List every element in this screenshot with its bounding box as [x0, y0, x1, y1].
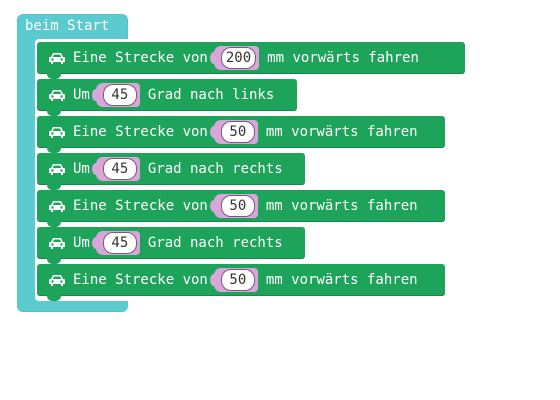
distance-input[interactable]: 50 [220, 269, 255, 291]
number-slot: 45 [91, 83, 140, 107]
angle-input[interactable]: 45 [102, 84, 137, 106]
turn-right-block[interactable]: Um 45 Grad nach rechts [37, 227, 305, 264]
car-icon [49, 238, 65, 249]
block-suffix-text: Grad nach rechts [147, 161, 283, 177]
block-prefix-text: Eine Strecke von [73, 124, 208, 140]
number-slot: 50 [209, 120, 258, 144]
drive-distance-block[interactable]: Eine Strecke von 50 mm vorwärts fahren [37, 264, 445, 301]
distance-input[interactable]: 50 [220, 121, 255, 143]
block-suffix-text: Grad nach links [147, 87, 275, 103]
car-icon [49, 53, 65, 64]
car-icon [49, 201, 65, 212]
block-prefix-text: Um [73, 161, 90, 177]
turn-right-block[interactable]: Um 45 Grad nach rechts [37, 153, 305, 190]
number-slot: 50 [209, 268, 258, 292]
distance-input[interactable]: 50 [220, 195, 255, 217]
drive-distance-block[interactable]: Eine Strecke von 50 mm vorwärts fahren [37, 190, 445, 227]
car-icon [49, 127, 65, 138]
block-prefix-text: Um [73, 87, 90, 103]
drive-distance-block[interactable]: Eine Strecke von 200 mm vorwärts fahren [37, 42, 465, 79]
block-prefix-text: Eine Strecke von [73, 272, 208, 288]
block-suffix-text: mm vorwärts fahren [265, 272, 418, 288]
angle-input[interactable]: 45 [102, 158, 137, 180]
block-suffix-text: Grad nach rechts [147, 235, 283, 251]
block-suffix-text: mm vorwärts fahren [265, 124, 418, 140]
on-start-label: beim Start [25, 18, 110, 34]
car-icon [49, 164, 65, 175]
block-suffix-text: mm vorwärts fahren [267, 50, 419, 66]
block-suffix-text: mm vorwärts fahren [265, 198, 418, 214]
number-slot: 45 [91, 157, 140, 181]
car-icon [49, 90, 65, 101]
block-prefix-text: Eine Strecke von [73, 198, 208, 214]
block-prefix-text: Eine Strecke von [73, 50, 208, 66]
drive-distance-block[interactable]: Eine Strecke von 50 mm vorwärts fahren [37, 116, 445, 153]
car-icon [49, 275, 65, 286]
angle-input[interactable]: 45 [102, 232, 137, 254]
number-slot: 45 [91, 231, 140, 255]
number-slot: 50 [209, 194, 258, 218]
block-prefix-text: Um [73, 235, 90, 251]
turn-left-block[interactable]: Um 45 Grad nach links [37, 79, 297, 116]
distance-input[interactable]: 200 [220, 47, 257, 69]
number-slot: 200 [209, 46, 260, 70]
